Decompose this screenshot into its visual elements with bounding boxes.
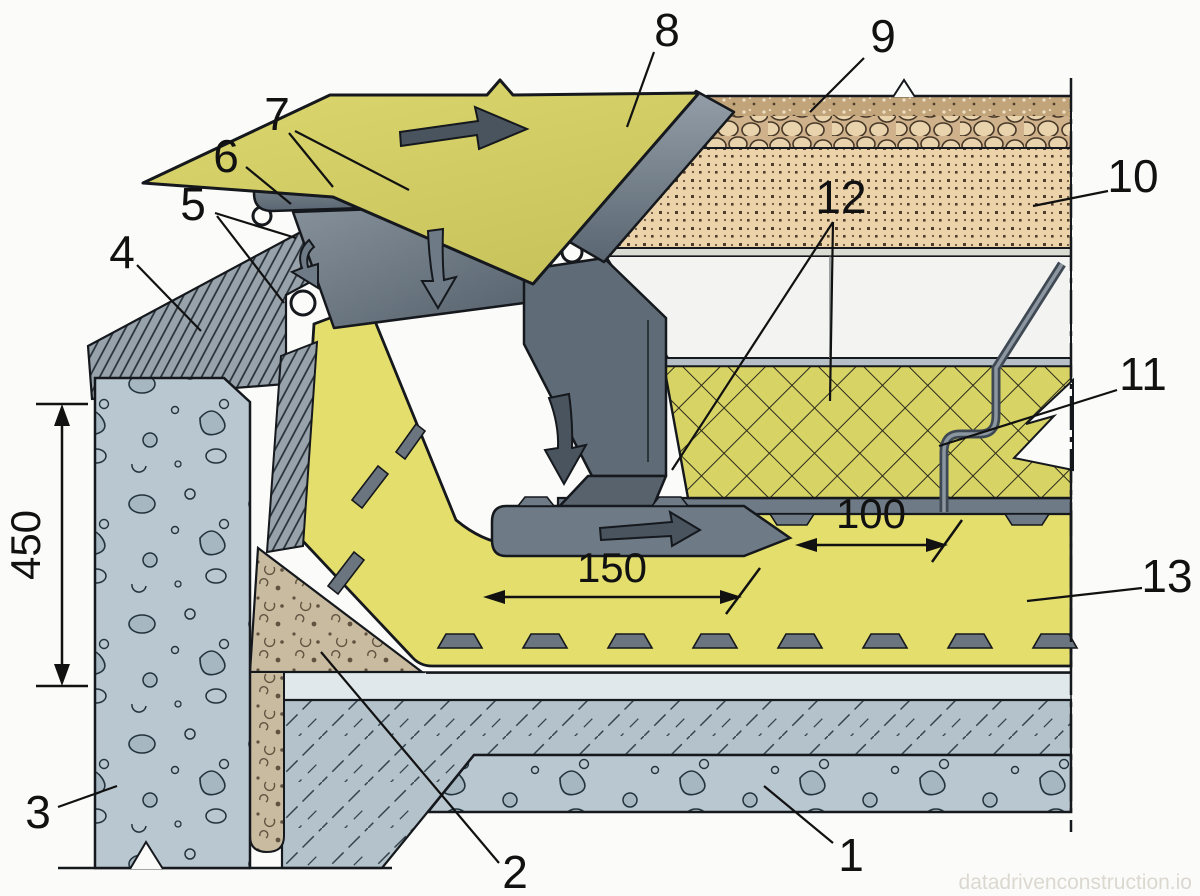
leader-4 [136,264,202,332]
leader-3 [57,784,118,809]
leader-9 [809,57,865,113]
callout-8: 8 [654,4,680,56]
leader-1 [763,785,834,844]
dimension-100 [795,519,964,563]
mortar-fillet [248,545,426,674]
concrete-slab [425,753,1073,814]
sliding-plate-tabs [516,496,690,507]
callout-4: 4 [109,226,135,278]
membrane-cover-cap [141,78,701,286]
callout-13: 13 [1141,550,1192,602]
roof-buildup-section [58,78,1079,870]
callout-6: 6 [213,130,239,182]
leader-8 [625,51,656,128]
membrane-spot-bond-dashes [326,422,1079,649]
slide-arrow-icon [598,509,702,548]
dimension-450 [36,402,88,688]
surface-break-mark [892,78,916,98]
callout-2: 2 [502,846,528,896]
leader-13 [1026,586,1143,603]
separation-layer [281,671,1072,701]
wall-break-mark [129,840,164,870]
water-flow-arrow-icon [543,392,588,487]
leader-11 [938,388,1118,448]
web-curl [289,289,317,317]
callout-7: 7 [264,88,290,140]
cover-cap-membrane [141,78,701,286]
leader-7 [288,130,410,191]
joint-filler-strip [249,671,285,854]
callout-1: 1 [838,829,864,881]
watermark: datadrivenconstruction.io [959,871,1192,894]
callout-3: 3 [25,786,51,838]
callout-10: 10 [1107,150,1158,202]
movement-arrow-icon [398,105,530,151]
separation-sheet-line [658,357,1072,367]
callout-labels: 1 2 3 4 5 6 7 8 9 10 11 12 13 [25,4,1192,896]
paver-layer [604,255,1072,359]
gravel-top-grit [707,97,1070,116]
concrete-wall [93,376,252,870]
leader-lines [57,51,1143,864]
wall-reveal-hatched [265,340,319,554]
water-flow-arrow-icon [420,227,459,310]
callout-12: 12 [815,171,866,223]
callout-5: 5 [180,178,206,230]
dimension-labels: 450 150 100 [2,490,906,591]
bedding-line [601,247,1072,257]
leader-5 [214,211,297,304]
callout-9: 9 [870,10,896,62]
leader-10 [1032,189,1109,208]
dimension-150 [483,567,762,615]
dim-label-150: 150 [577,544,647,591]
drainage-arrows [289,227,702,548]
callout-11: 11 [1119,348,1167,400]
dim-label-450: 450 [2,510,49,580]
thermal-insulation [662,364,1073,500]
leader-2 [320,651,500,864]
leader-12 [671,221,835,471]
dim-label-100: 100 [836,490,906,537]
water-flow-arrow-icon [289,238,319,290]
leader-6 [245,166,292,205]
